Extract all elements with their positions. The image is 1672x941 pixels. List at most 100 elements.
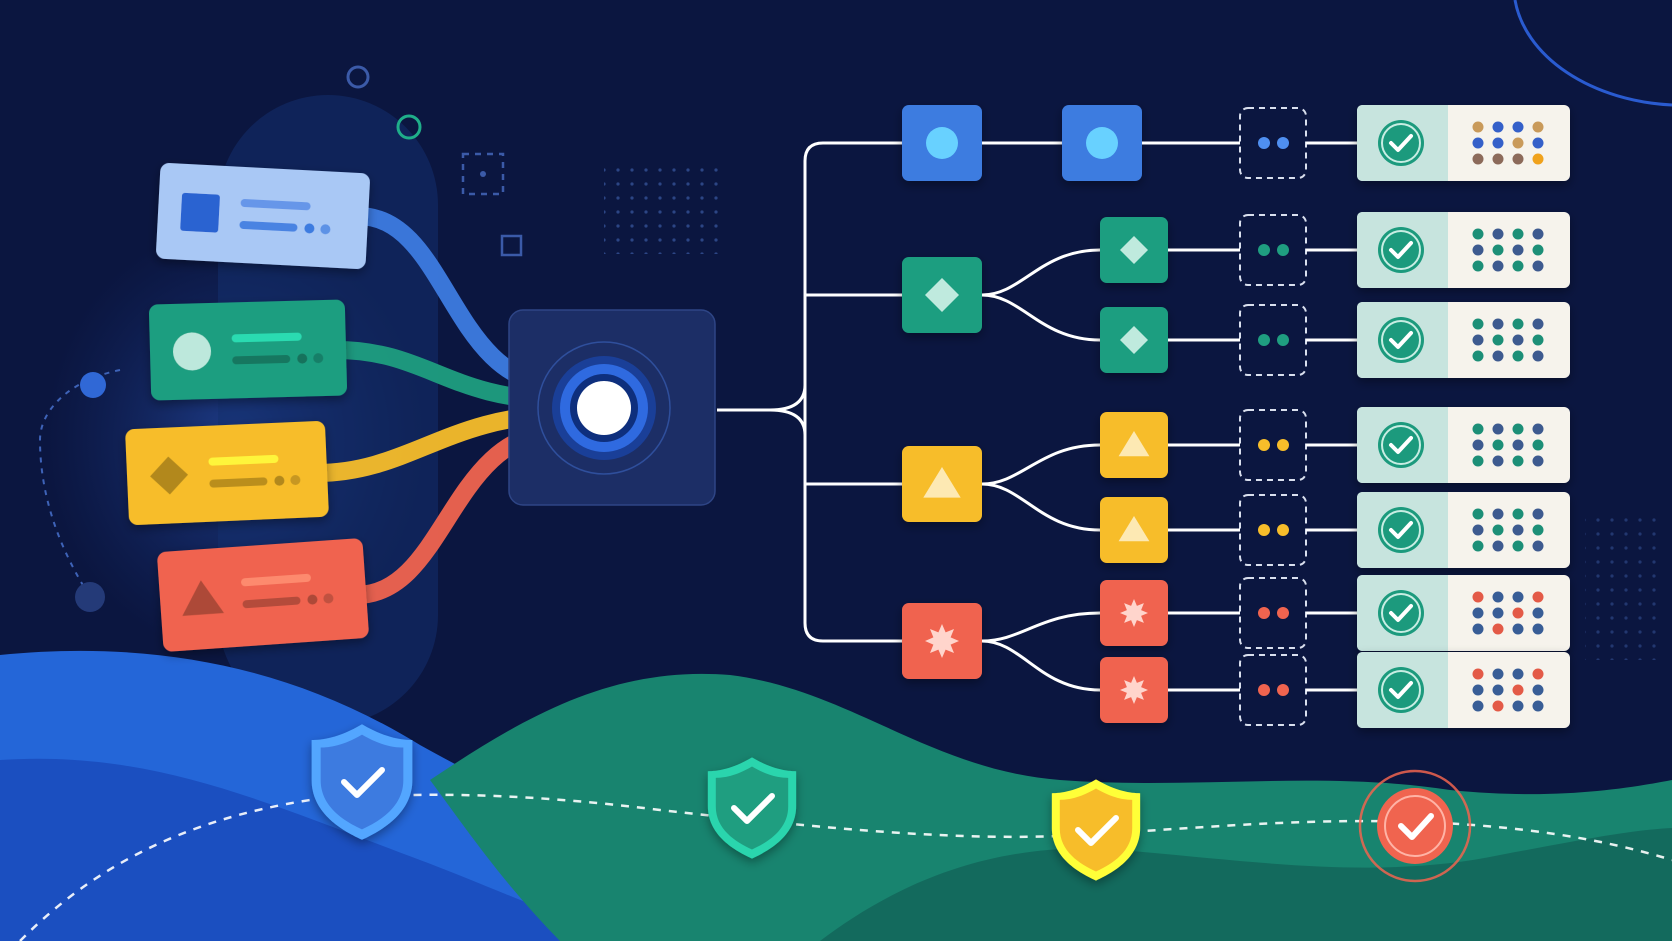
icon-shape: [925, 624, 959, 658]
card-line: [241, 573, 311, 587]
icon-shape: [1118, 431, 1150, 457]
grid-dot: [1472, 623, 1484, 635]
triangle-icon: [1118, 516, 1150, 542]
check-mark: [1389, 604, 1413, 622]
output-card[interactable]: [1357, 652, 1570, 728]
check-mark: [1389, 331, 1413, 349]
check-mark: [731, 793, 775, 824]
grid-dot: [1532, 607, 1544, 619]
output-card[interactable]: [1357, 212, 1570, 288]
connector: [981, 293, 1101, 342]
output-card[interactable]: [1357, 105, 1570, 181]
card-dot: [323, 593, 334, 604]
check-icon: [1378, 667, 1424, 713]
pending-box[interactable]: [1239, 107, 1307, 179]
grid-dot: [1512, 508, 1524, 520]
child-node[interactable]: [1100, 217, 1168, 283]
shield-inner: [715, 766, 789, 850]
target-check-icon[interactable]: [1358, 769, 1472, 883]
branch-node[interactable]: [902, 257, 982, 333]
target-ring-outer: [1358, 769, 1472, 883]
status-dot: [1258, 439, 1270, 451]
grid-dot: [1512, 455, 1524, 467]
shield-check-icon[interactable]: [707, 757, 797, 859]
circle-icon: [1086, 127, 1118, 159]
source-card[interactable]: [157, 538, 369, 652]
shield-check-icon[interactable]: [311, 724, 413, 840]
grid-dot: [1512, 318, 1524, 330]
icon-shape: [182, 580, 225, 616]
output-card[interactable]: [1357, 492, 1570, 568]
branch-node[interactable]: [902, 446, 982, 522]
grid-dot: [1492, 228, 1504, 240]
check-ring: [1381, 593, 1421, 633]
pending-box[interactable]: [1239, 494, 1307, 566]
source-card[interactable]: [156, 163, 371, 270]
status-dot: [1258, 524, 1270, 536]
child-node[interactable]: [1100, 580, 1168, 646]
source-cards: [125, 163, 370, 652]
card-body: [125, 421, 329, 525]
icon-shape: [1086, 127, 1118, 159]
grid-dot: [1472, 607, 1484, 619]
output-card[interactable]: [1357, 575, 1570, 651]
icon-shape: [1118, 516, 1150, 542]
child-node[interactable]: [1062, 105, 1142, 181]
shield-check-icon[interactable]: [1051, 779, 1141, 881]
grid-dot: [1492, 260, 1504, 272]
grid-dot: [1512, 607, 1524, 619]
check-badge: [1378, 227, 1424, 273]
grid-dot: [1492, 455, 1504, 467]
source-card[interactable]: [149, 299, 347, 401]
branch-node[interactable]: [902, 603, 982, 679]
grid-dot: [1492, 591, 1504, 603]
target-core: [1377, 788, 1453, 864]
grid-dot: [1532, 228, 1544, 240]
grid-dot: [1512, 137, 1524, 149]
grid-dot: [1492, 668, 1504, 680]
branch-node[interactable]: [902, 105, 982, 181]
diamond-icon: [1120, 326, 1148, 354]
card-dot: [290, 475, 301, 486]
child-node[interactable]: [1100, 657, 1168, 723]
grid-dot: [1532, 700, 1544, 712]
output-card[interactable]: [1357, 407, 1570, 483]
grid-dot: [1472, 423, 1484, 435]
pending-box[interactable]: [1239, 654, 1307, 726]
pending-box[interactable]: [1239, 214, 1307, 286]
grid-dot: [1532, 591, 1544, 603]
hub[interactable]: [508, 309, 716, 506]
grid-dot: [1492, 153, 1504, 165]
grid-dot: [1532, 623, 1544, 635]
source-card[interactable]: [125, 421, 329, 526]
check-ring: [1381, 670, 1421, 710]
child-node[interactable]: [1100, 307, 1168, 373]
grid-dot: [1532, 318, 1544, 330]
card-line: [242, 596, 301, 609]
output-card[interactable]: [1357, 302, 1570, 378]
grid-dot: [1492, 318, 1504, 330]
check-mark: [1075, 815, 1119, 846]
grid-dot: [1512, 334, 1524, 346]
check-mark: [1389, 681, 1413, 699]
pending-box[interactable]: [1239, 577, 1307, 649]
grid-dot: [1472, 318, 1484, 330]
child-node[interactable]: [1100, 497, 1168, 563]
grid-dot: [1512, 244, 1524, 256]
status-dot: [1277, 524, 1289, 536]
hub-core: [577, 381, 631, 435]
node-dot-decor: [80, 372, 106, 398]
pending-box[interactable]: [1239, 304, 1307, 376]
card-dot: [307, 594, 318, 605]
grid-dot: [1492, 350, 1504, 362]
grid-dot: [1532, 121, 1544, 133]
card-dot: [320, 224, 331, 235]
grid-dot: [1472, 350, 1484, 362]
card-dot: [297, 353, 308, 364]
child-node[interactable]: [1100, 412, 1168, 478]
grid-dot: [1512, 591, 1524, 603]
pending-box[interactable]: [1239, 409, 1307, 481]
grid-dot: [1512, 540, 1524, 552]
grid-dot: [1492, 607, 1504, 619]
card-line: [240, 199, 311, 211]
